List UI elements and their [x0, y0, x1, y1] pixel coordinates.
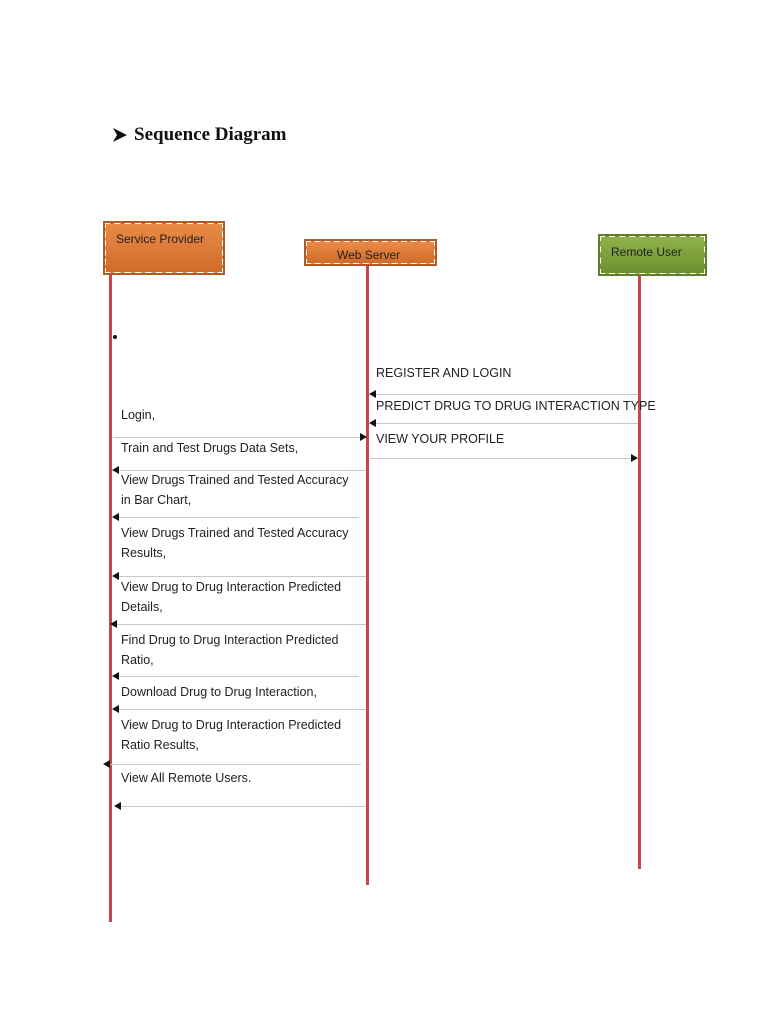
heading-text: Sequence Diagram — [134, 124, 287, 145]
page-heading: Sequence Diagram — [112, 124, 287, 146]
message-label: View Drugs Trained and Tested Accuracy R… — [121, 526, 349, 560]
message-label: View Drug to Drug Interaction Predicted … — [121, 718, 342, 752]
actor-label: Remote User — [611, 245, 682, 259]
message-label: View Drugs Trained and Tested Accuracy i… — [121, 473, 349, 507]
message-label: VIEW YOUR PROFILE — [376, 432, 505, 446]
arrowhead-left-icon — [369, 419, 376, 427]
arrowhead-left-icon — [114, 802, 121, 810]
arrowhead-left-icon — [112, 513, 119, 521]
message-line — [106, 764, 361, 765]
message-line — [113, 676, 359, 677]
message-label: REGISTER AND LOGIN — [376, 366, 512, 380]
message-label: PREDICT DRUG TO DRUG INTERACTION TYPE — [376, 399, 656, 413]
arrowhead-right-icon — [631, 454, 638, 462]
actor-label: Web Server — [337, 248, 401, 262]
message-line — [113, 437, 361, 438]
message-label: View Drug to Drug Interaction Predicted … — [121, 580, 342, 614]
arrowhead-bullet-icon — [113, 128, 127, 142]
message-line — [113, 470, 366, 471]
message-label: View All Remote Users. — [121, 771, 252, 785]
message-line — [115, 806, 366, 807]
actor-web-server: Web Server — [304, 239, 437, 266]
message-line — [370, 458, 632, 459]
arrowhead-left-icon — [112, 572, 119, 580]
actor-service-provider: Service Provider — [103, 221, 225, 275]
actor-remote-user: Remote User — [598, 234, 707, 276]
message-line — [370, 394, 638, 395]
arrowhead-left-icon — [110, 620, 117, 628]
message-line — [113, 576, 366, 577]
arrowhead-left-icon — [112, 705, 119, 713]
message-label: Login, — [121, 408, 156, 422]
arrowhead-right-icon — [360, 433, 367, 441]
lifeline-web-server — [366, 265, 369, 885]
message-label: Find Drug to Drug Interaction Predicted … — [121, 633, 339, 667]
message-line — [370, 423, 638, 424]
lifeline-service-provider — [109, 275, 112, 922]
actor-label: Service Provider — [116, 232, 205, 246]
message-line — [113, 517, 359, 518]
message-line — [111, 624, 366, 625]
arrowhead-left-icon — [112, 466, 119, 474]
message-label: Download Drug to Drug Interaction, — [121, 685, 317, 699]
message-line — [113, 709, 366, 710]
message-label: Train and Test Drugs Data Sets, — [121, 441, 299, 455]
arrowhead-left-icon — [103, 760, 110, 768]
lifeline-remote-user — [638, 275, 641, 869]
bullet-dot — [113, 335, 117, 339]
arrowhead-left-icon — [369, 390, 376, 398]
arrowhead-left-icon — [112, 672, 119, 680]
